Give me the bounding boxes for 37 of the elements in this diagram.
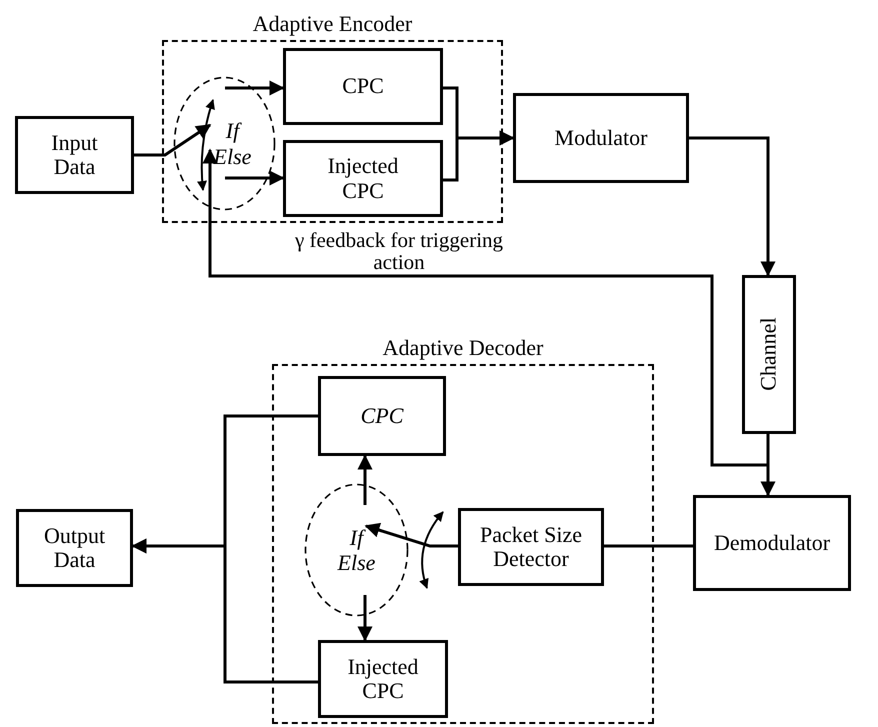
node-label: Packet Size Detector xyxy=(478,522,584,572)
group-heading: Adaptive Decoder xyxy=(382,335,544,361)
arrow xyxy=(358,595,372,642)
group-heading: Adaptive Encoder xyxy=(252,11,414,37)
arrow xyxy=(689,136,776,276)
arrow xyxy=(134,124,212,156)
node-label: CPC xyxy=(342,74,384,99)
arrow xyxy=(358,454,372,505)
switch-ellipse xyxy=(173,76,276,211)
node-label: Input Data xyxy=(50,130,99,180)
process-box xyxy=(513,93,689,183)
process-box xyxy=(283,48,443,125)
switch-ellipse xyxy=(304,483,409,617)
condition-label: If xyxy=(350,524,364,550)
process-box xyxy=(318,640,448,718)
process-box xyxy=(693,495,851,591)
arrow xyxy=(443,130,514,182)
node-label: CPC xyxy=(360,404,404,428)
condition-label: Else xyxy=(214,144,252,169)
node-label: Demodulator xyxy=(714,530,830,556)
process-box xyxy=(318,376,446,456)
process-box xyxy=(742,275,796,434)
condition-label: If xyxy=(226,118,240,144)
condition-label: Else xyxy=(338,550,376,576)
node-label: Modulator xyxy=(554,126,648,150)
process-box xyxy=(16,509,133,587)
node-label: Output Data xyxy=(42,524,106,572)
node-label: Injected CPC xyxy=(326,154,400,203)
arrow xyxy=(225,80,284,96)
node-label: Channel xyxy=(756,318,782,392)
arrow xyxy=(364,522,458,548)
process-box xyxy=(458,508,604,586)
process-box xyxy=(283,140,443,217)
arrow xyxy=(132,538,318,684)
node-label: Injected CPC xyxy=(346,654,420,704)
process-box xyxy=(15,116,134,194)
arrow xyxy=(225,170,284,186)
